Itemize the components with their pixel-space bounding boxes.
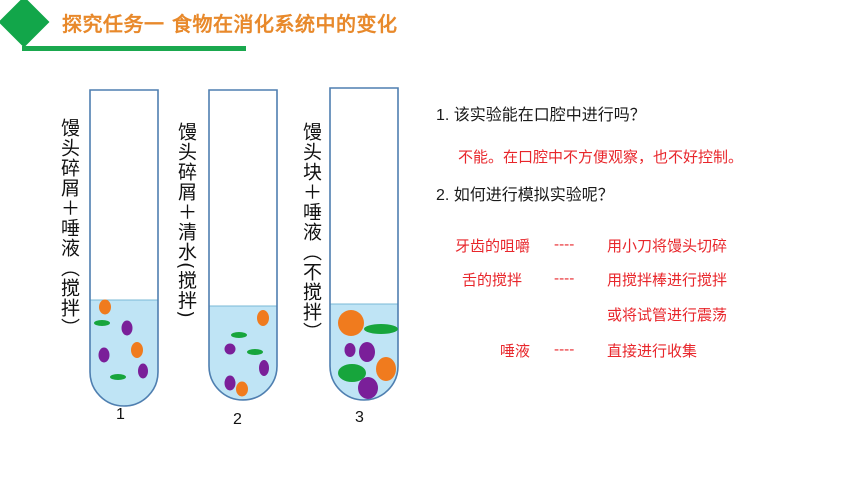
food-particle (231, 332, 247, 338)
answer-1: 不能。在口腔中不方便观察，也不好控制。 (458, 148, 744, 166)
tube-3-label: 馒头块＋唾液（不搅拌） (300, 122, 322, 342)
test-tube-3 (329, 87, 399, 401)
food-particle (247, 349, 263, 355)
food-particle (94, 320, 110, 326)
food-particle (98, 347, 110, 363)
food-particle (224, 343, 236, 355)
food-chunk (359, 342, 375, 362)
food-particle (138, 363, 148, 379)
tube-1-glass (89, 89, 159, 407)
page-title: 探究任务一 食物在消化系统中的变化 (62, 12, 398, 36)
tube-1-liquid (90, 300, 158, 406)
question-1: 1. 该实验能在口腔中进行吗？ (436, 107, 646, 124)
tube-1-label: 馒头碎屑＋唾液（搅拌） (58, 118, 80, 338)
food-particle (131, 342, 143, 358)
tube-2-liquid (209, 306, 277, 400)
food-chunk (364, 324, 398, 334)
food-particle (99, 299, 111, 315)
mapping-left: 舌的搅拌 (462, 271, 523, 289)
mapping-dash: ---- (554, 235, 575, 253)
food-particle (110, 374, 126, 380)
food-chunk (338, 364, 366, 382)
tube-2-label: 馒头碎屑＋清水(搅拌) (175, 122, 197, 319)
mapping-dash: ---- (554, 269, 575, 287)
food-chunk (338, 310, 364, 336)
mapping-right: 用搅拌棒进行搅拌 (607, 271, 728, 289)
title-underline (22, 46, 246, 51)
tube-1-number: 1 (116, 406, 125, 423)
food-particle (259, 360, 269, 376)
food-particle (224, 375, 236, 391)
food-particle (236, 381, 248, 397)
mapping-right: 用小刀将馒头切碎 (607, 237, 728, 255)
food-particle (257, 310, 269, 326)
question-2: 2. 如何进行模拟实验呢？ (436, 187, 614, 204)
test-tube-2 (208, 89, 278, 401)
mapping-right: 或将试管进行震荡 (607, 306, 728, 324)
mapping-left: 唾液 (500, 342, 531, 360)
mapping-right: 直接进行收集 (607, 342, 698, 360)
header-bar: 探究任务一 食物在消化系统中的变化 (0, 0, 860, 60)
mapping-dash: ---- (554, 340, 575, 358)
food-particle (121, 320, 133, 336)
food-chunk (344, 343, 356, 357)
mapping-left: 牙齿的咀嚼 (455, 237, 531, 255)
tube-3-glass (329, 87, 399, 401)
tube-2-glass (208, 89, 278, 401)
food-chunk (358, 377, 378, 399)
food-chunk (376, 357, 396, 381)
test-tube-1 (89, 89, 159, 407)
tube-2-number: 2 (233, 411, 242, 428)
tube-3-number: 3 (355, 409, 364, 426)
